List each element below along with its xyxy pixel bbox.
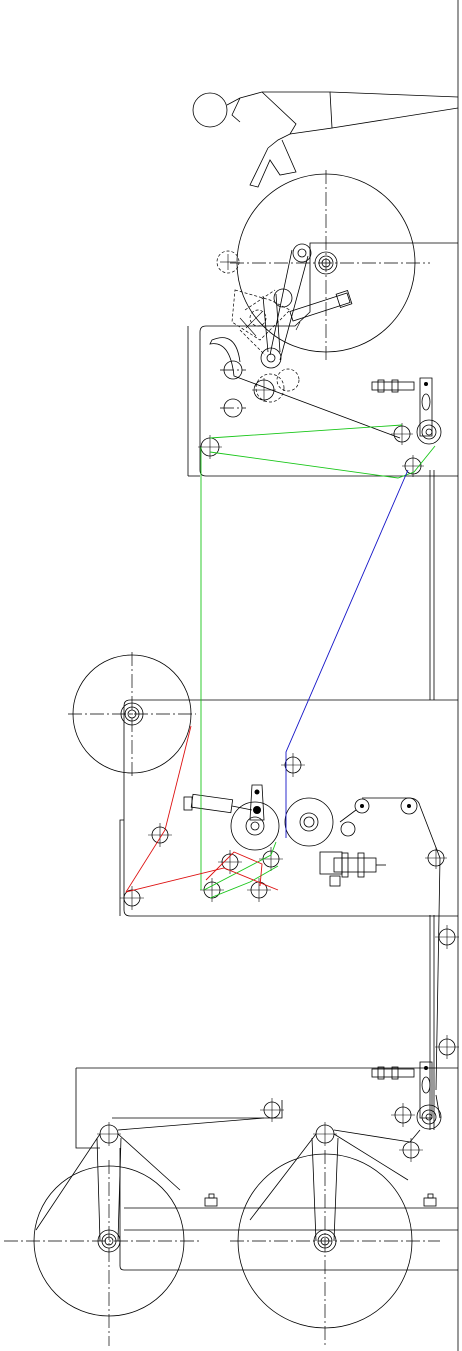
web-path-red	[125, 725, 279, 893]
top-dancer-assembly	[198, 377, 442, 477]
operator-figure	[192, 91, 459, 188]
top-splice-arm	[216, 243, 353, 403]
middle-unit-frame	[119, 699, 458, 917]
bottom-unit-frame	[75, 1067, 458, 1271]
bottom-unit-idlers	[117, 925, 459, 1162]
machine-frame-right-edge	[429, 0, 459, 1351]
web-path-blue	[285, 469, 409, 838]
top-unit-idlers	[209, 337, 401, 439]
top-reel	[230, 170, 430, 360]
bottom-left-reel	[4, 1122, 200, 1346]
middle-unit-rollers	[120, 753, 447, 1091]
bottom-clamp-details	[204, 1193, 437, 1207]
middle-unwind-reel	[68, 652, 196, 778]
middle-cylinder-actuator	[183, 784, 265, 821]
middle-dancer-assembly	[319, 851, 386, 887]
bottom-right-reel	[230, 1122, 440, 1346]
web-path-green	[200, 424, 436, 899]
bottom-dancer-assembly	[371, 1061, 442, 1130]
top-unit-frame	[187, 242, 458, 477]
